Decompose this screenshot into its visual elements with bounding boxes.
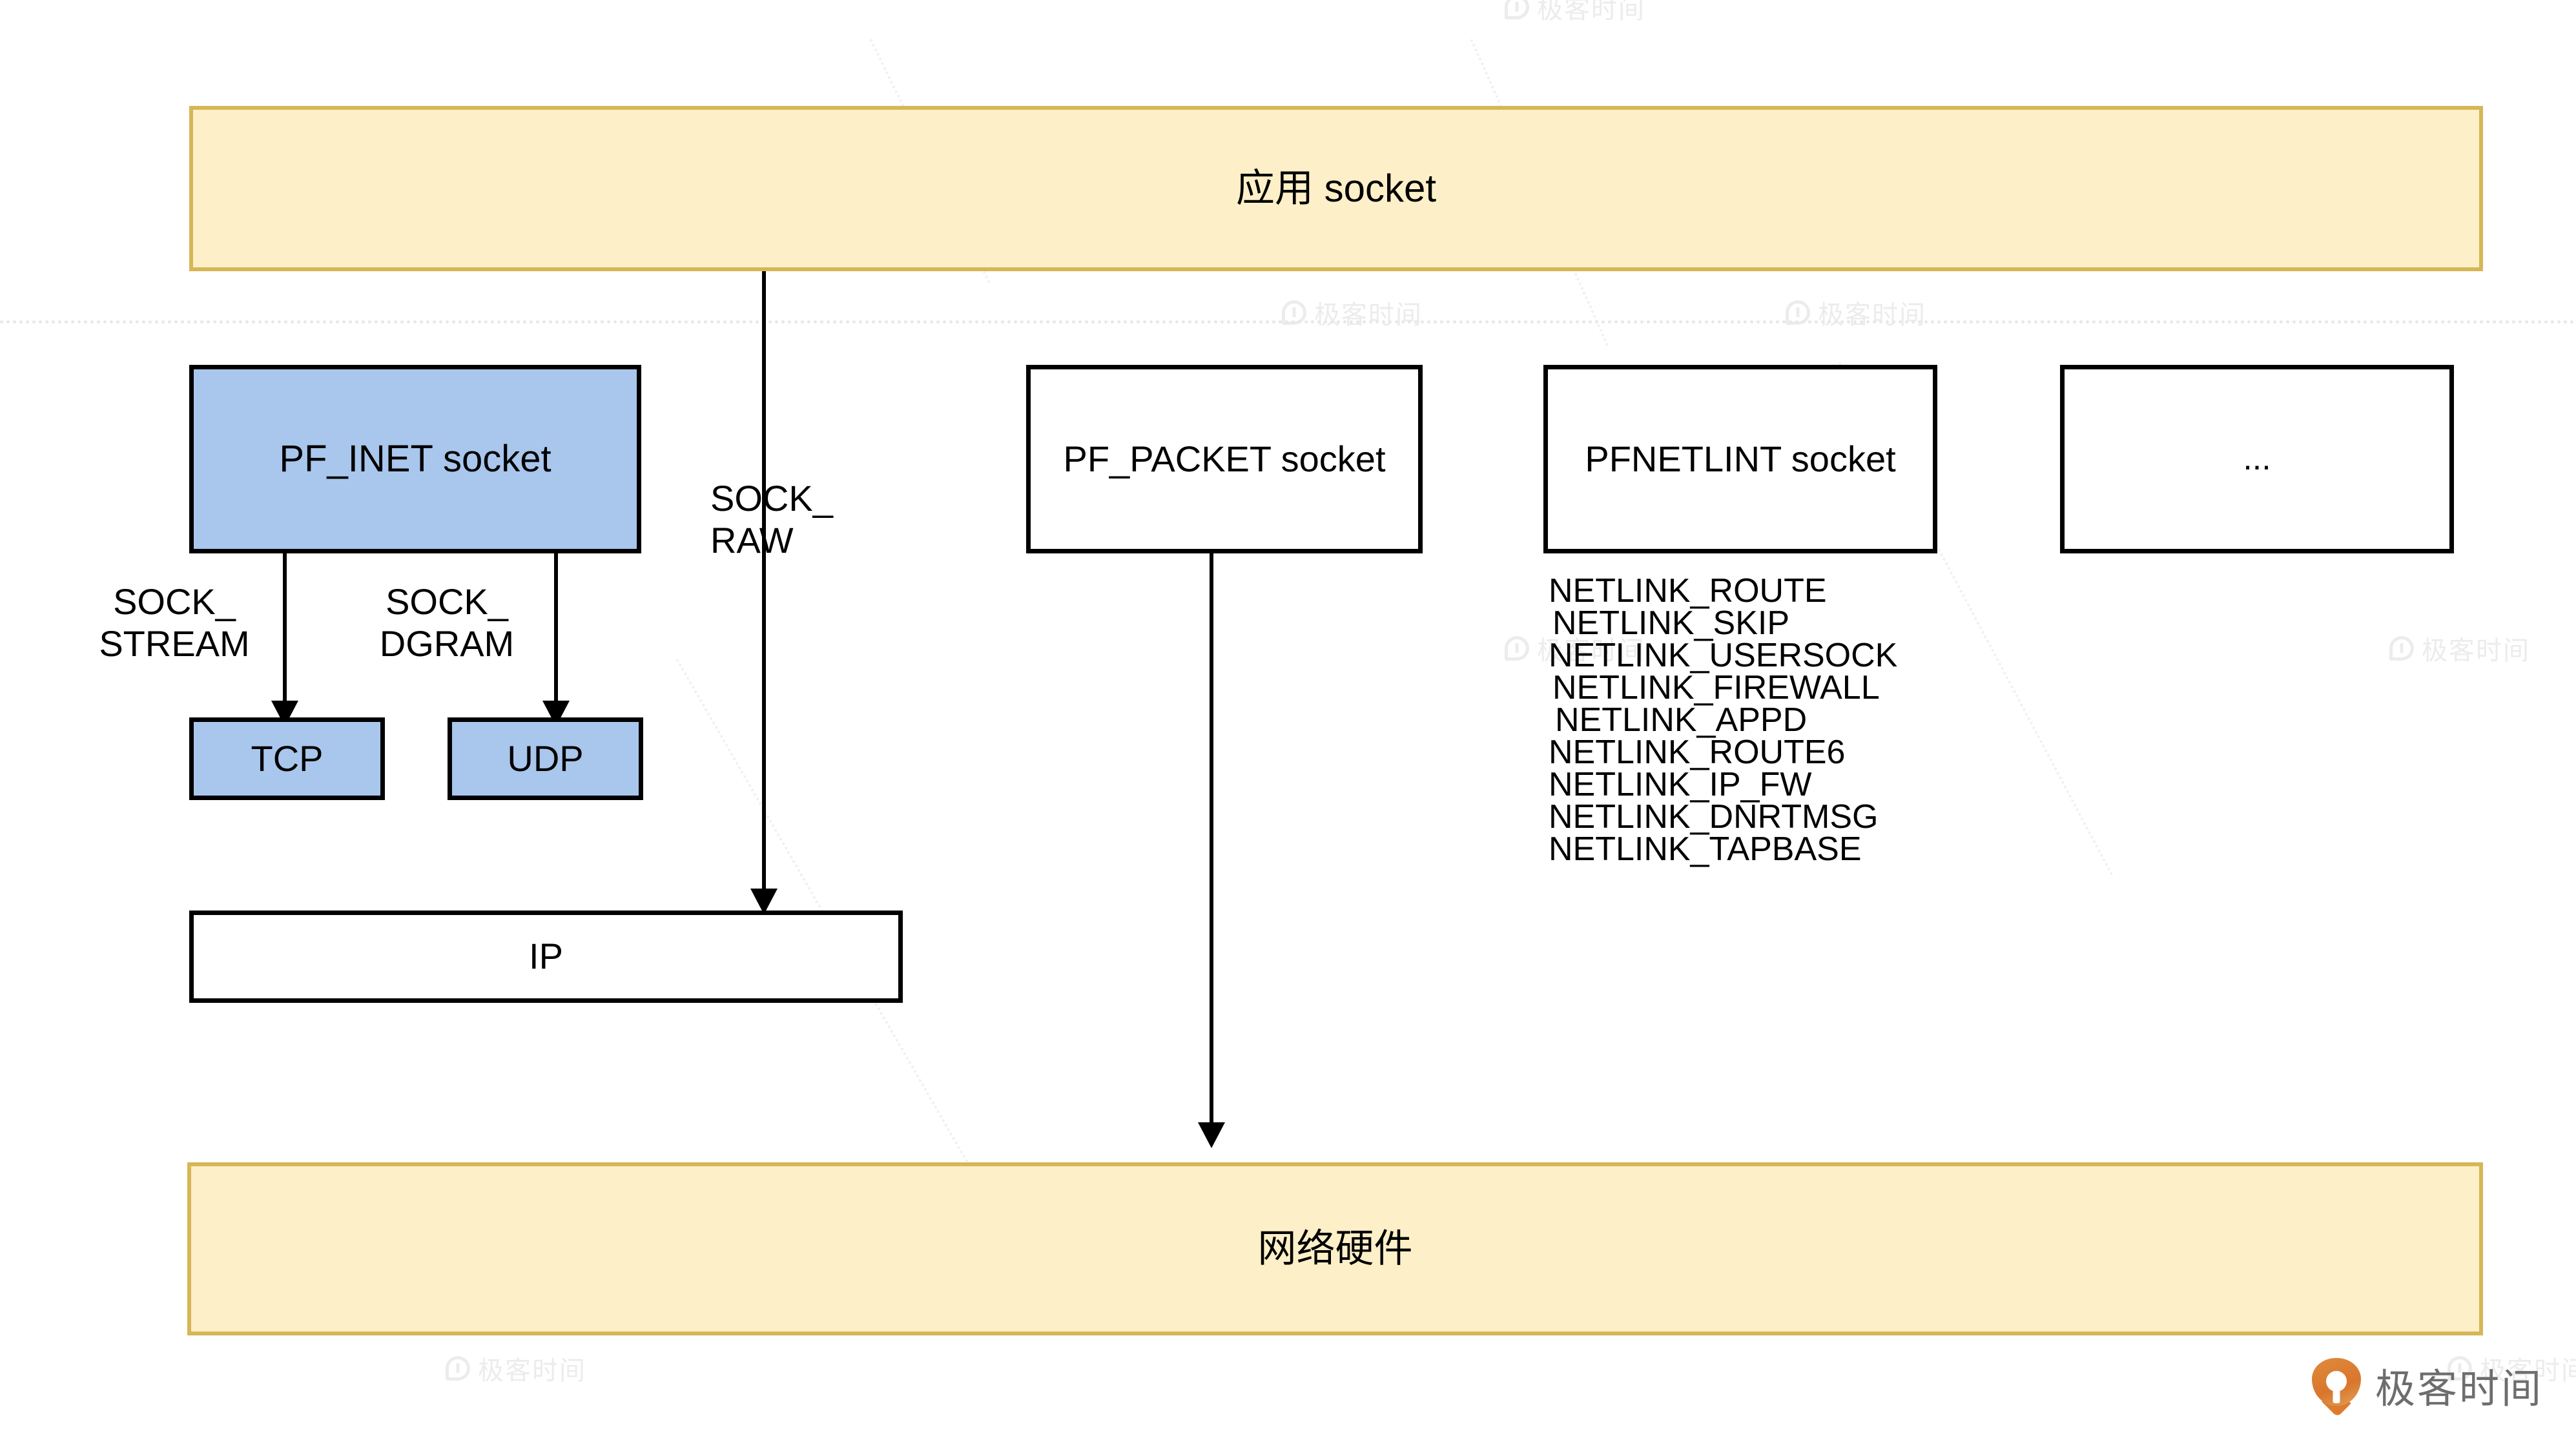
watermark-pin-icon [2389,636,2414,661]
udp-label: UDP [507,737,584,779]
watermark-label: 极客时间 [1818,301,1926,329]
location-pin-icon [2312,1358,2361,1417]
pf-inet-socket-label: PF_INET socket [279,437,551,480]
netlink-protocol-item: NETLINK_TAPBASE [1549,830,1862,868]
sock-dgram-label: SOCK_ DGRAM [379,581,515,664]
udp-box: UDP [448,717,643,800]
ip-box: IP [189,911,903,1003]
sock-stream-label: SOCK_ STREAM [99,581,250,664]
brand-name: 极客时间 [2375,1367,2544,1412]
layer-divider [0,320,2576,324]
pf-packet-socket-label: PF_PACKET socket [1063,438,1386,479]
netlink-protocol-item: NETLINK_ROUTE [1549,572,1827,610]
arrowhead-hardware [1198,1122,1225,1148]
pf-inet-socket-box: PF_INET socket [189,365,641,553]
netlink-protocol-item: NETLINK_SKIP [1552,604,1790,642]
more-protocols-box: ... [2060,365,2454,553]
network-hardware-layer: 网络硬件 [187,1162,2483,1335]
connector-pf-packet-to-hardware [1210,553,1213,1127]
ip-label: IP [529,936,563,977]
network-hardware-label: 网络硬件 [1257,1226,1413,1270]
pfnetlint-socket-box: PFNETLINT socket [1543,365,1937,553]
watermark-top-center: 极客时间 [1505,0,1645,26]
watermark-label: 极客时间 [1314,301,1423,329]
application-socket-label: 应用 socket [1235,166,1437,210]
netlink-protocol-item: NETLINK_IP_FW [1549,766,1812,803]
more-protocols-label: ... [2243,440,2271,478]
netlink-protocol-item: NETLINK_USERSOCK [1549,637,1898,674]
watermark-pin-icon [1505,0,1529,19]
tcp-box: TCP [189,717,385,800]
brand-logo: 极客时间 [2312,1356,2544,1417]
watermark-divider-left: 极客时间 [1282,294,1423,331]
arrowhead-ip [750,889,778,914]
watermark-bottom-left: 极客时间 [446,1350,586,1387]
watermark-label: 极客时间 [478,1357,586,1385]
watermark-mid-right: 极客时间 [2389,630,2530,667]
watermark-pin-icon [1505,636,1529,661]
tcp-label: TCP [251,737,324,779]
netlink-protocol-item: NETLINK_DNRTMSG [1549,798,1879,836]
netlink-protocol-item: NETLINK_ROUTE6 [1549,734,1846,771]
watermark-divider-right: 极客时间 [1786,294,1926,331]
watermark-label: 极客时间 [2422,637,2530,665]
netlink-protocol-item: NETLINK_FIREWALL [1552,669,1880,706]
watermark-label: 极客时间 [1537,0,1645,24]
connector-pf-inet-to-tcp [283,553,287,706]
netlink-protocol-item: NETLINK_APPD [1555,701,1808,739]
application-socket-layer: 应用 socket [189,106,2483,271]
sock-raw-label: SOCK_ RAW [710,478,833,561]
connector-pf-inet-to-udp [554,553,558,706]
pfnetlint-socket-label: PFNETLINT socket [1585,438,1896,479]
pf-packet-socket-box: PF_PACKET socket [1026,365,1423,553]
connector-app-to-ip-sock-raw [762,271,766,894]
watermark-pin-icon [446,1356,470,1381]
